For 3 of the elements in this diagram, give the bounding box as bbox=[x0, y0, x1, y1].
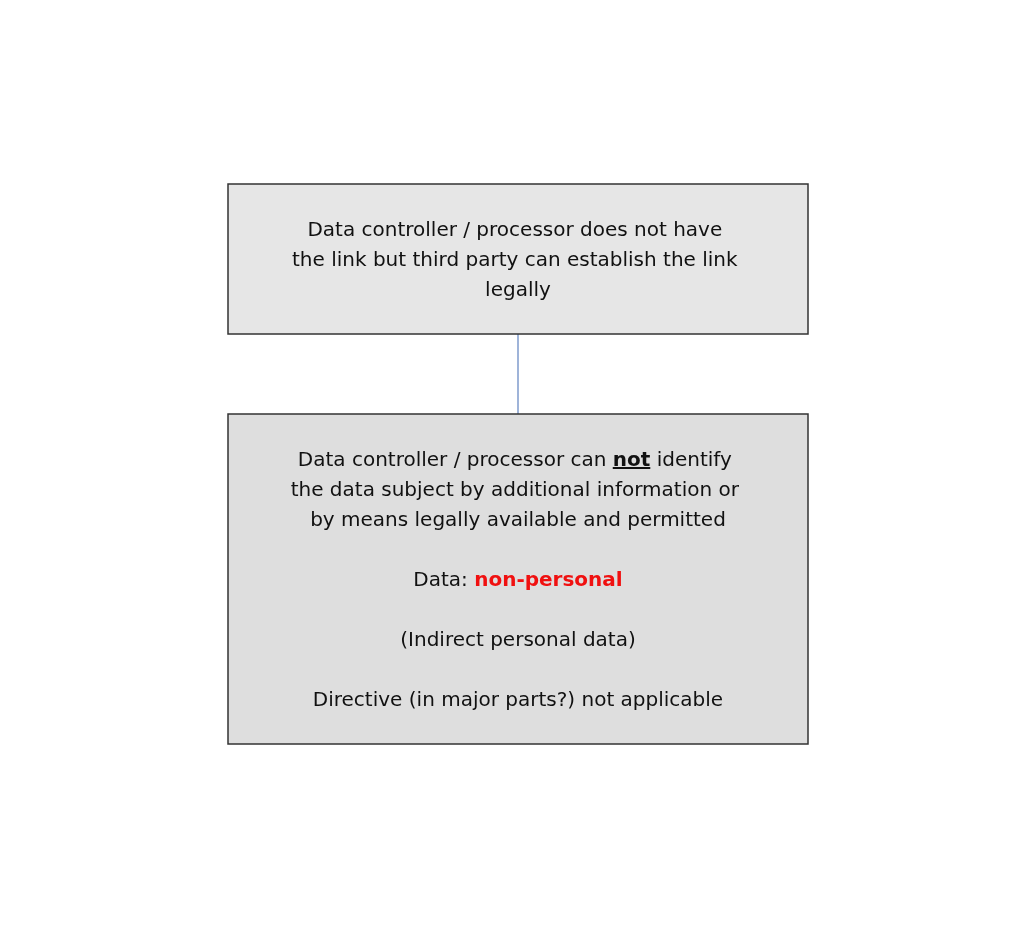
connector bbox=[516, 332, 519, 415]
node-box: Data controller / processor does not have the link but third party can establish the link legally bbox=[226, 182, 809, 335]
node-box: Data controller / processor can not identify the data subject by additional information or by means legally available and permitted Data: non-personal (Indirect personal data) Directive (in major parts?) not applicable bbox=[226, 412, 809, 745]
